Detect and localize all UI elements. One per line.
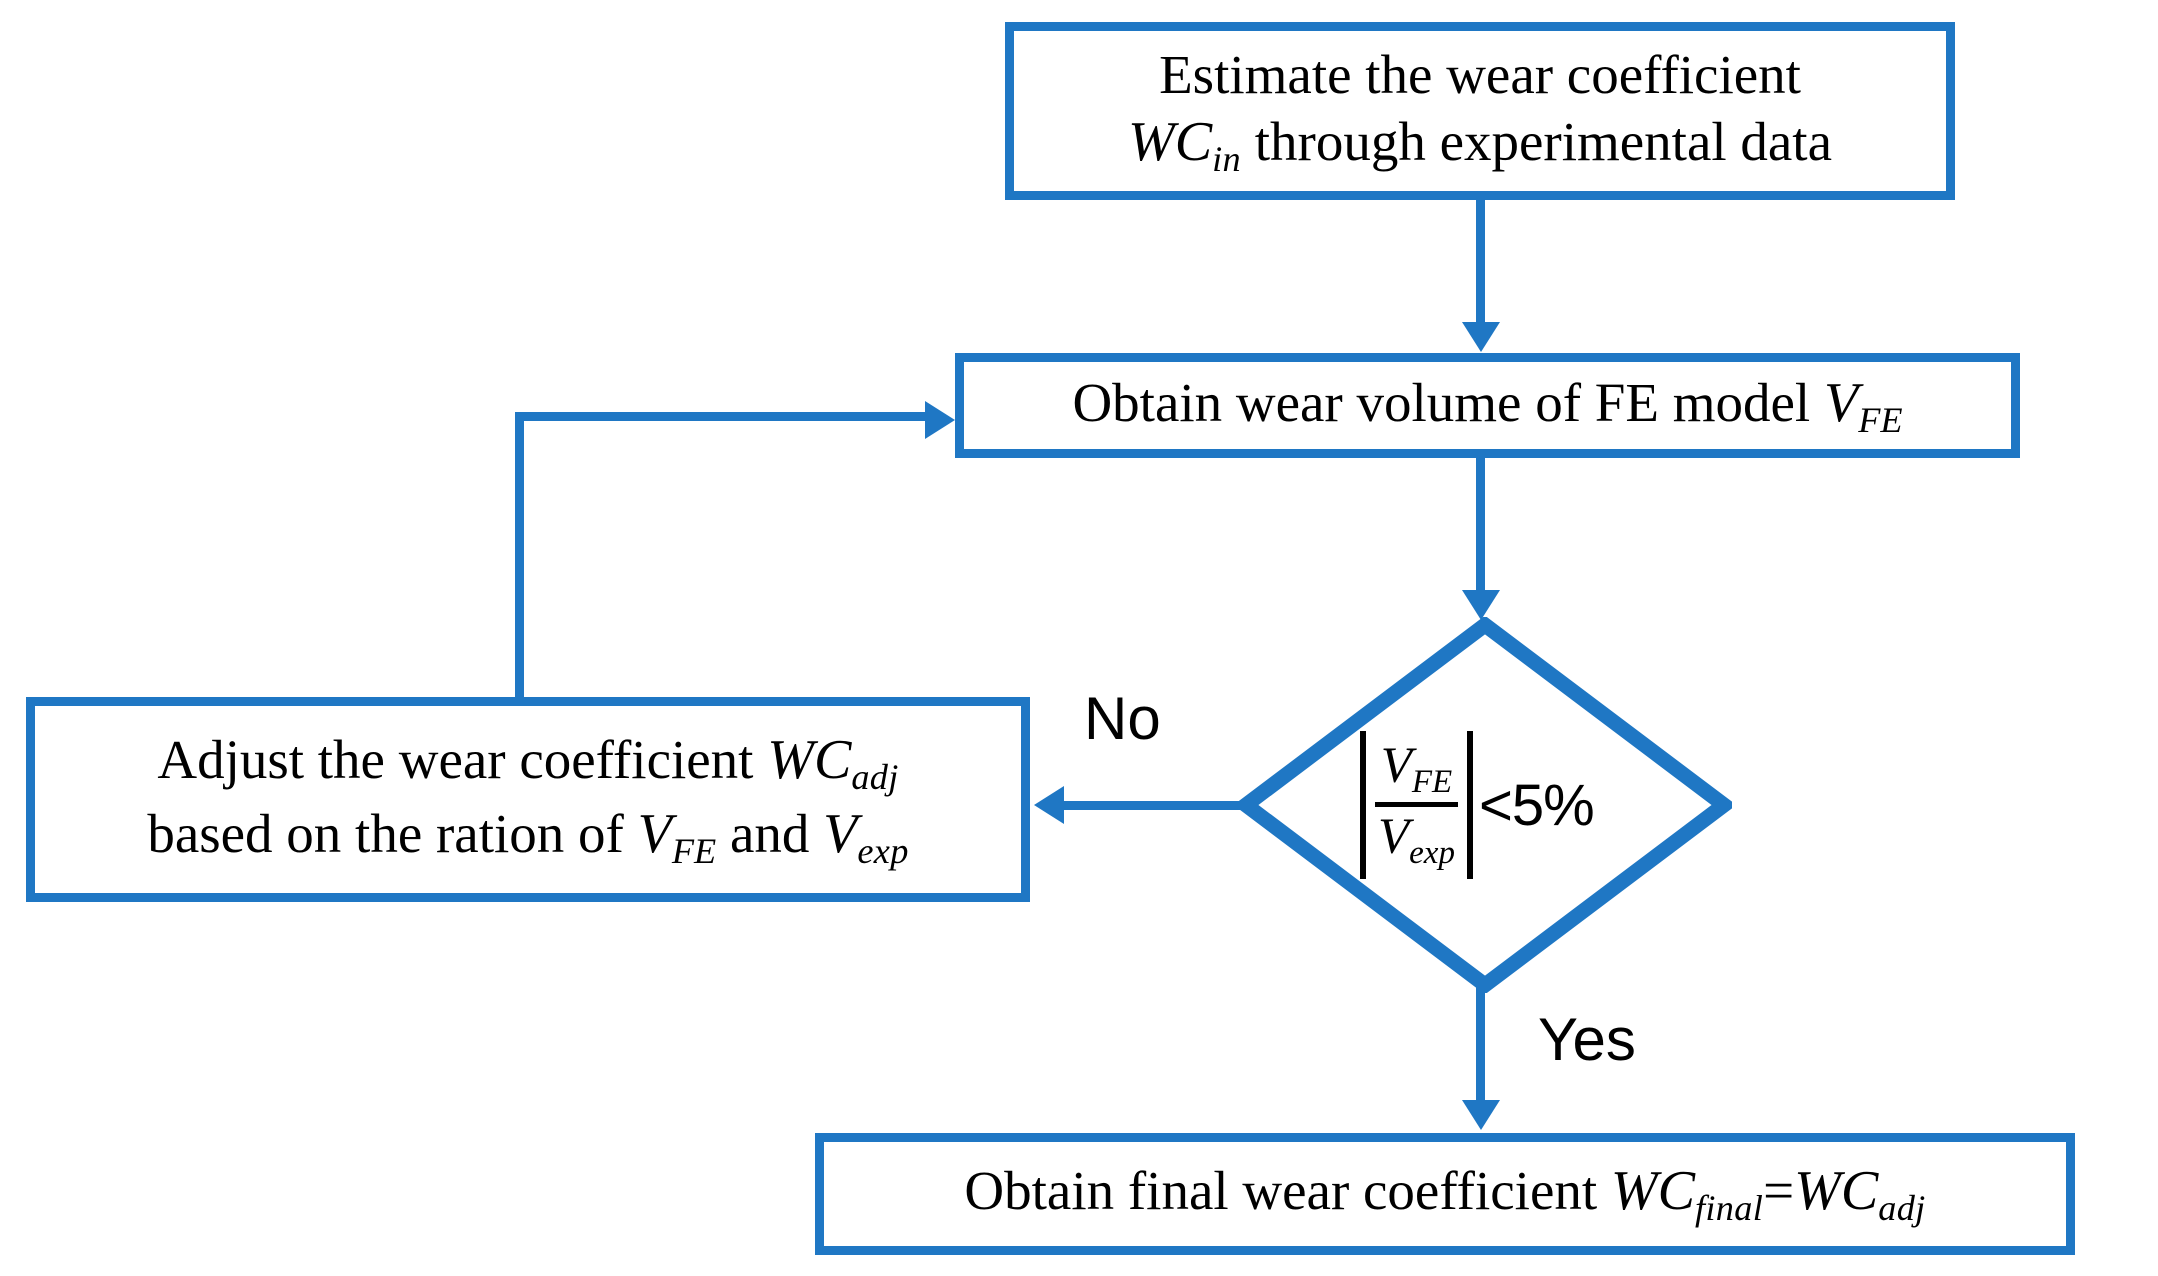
denominator-subscript: exp: [1409, 834, 1455, 871]
node-adjust-line2-prefix: based on the ration of: [147, 802, 638, 864]
node-obtain-final-wear-coefficient[interactable]: Obtain final wear coefficient WCfinal=WC…: [815, 1133, 2075, 1255]
node-decision-diamond[interactable]: [1238, 617, 1732, 993]
denominator-var: V: [1378, 809, 1410, 865]
edge-estimate-to-obtain-arrowhead: [1462, 322, 1500, 352]
edge-yes-line: [1476, 985, 1485, 1103]
numerator-subscript: FE: [1411, 764, 1453, 801]
node-final-prefix: Obtain final wear coefficient: [964, 1160, 1611, 1222]
var-wc-final-subscript: final: [1695, 1188, 1764, 1229]
fraction-denominator: Vexp: [1375, 802, 1458, 871]
var-v-exp-subscript: exp: [857, 830, 909, 871]
edge-label-no: No: [1084, 685, 1161, 752]
node-final-text: Obtain final wear coefficient WCfinal=WC…: [964, 1157, 1925, 1230]
node-adjust-wear-coefficient[interactable]: Adjust the wear coefficient WCadj based …: [26, 697, 1030, 902]
node-adjust-line2-mid: and: [716, 802, 824, 864]
edge-no-line: [1064, 801, 1244, 810]
diamond-shape: [1238, 617, 1732, 993]
edge-feedback-arrowhead: [925, 401, 955, 439]
node-obtain-fe-text: Obtain wear volume of FE model VFE: [1072, 369, 1902, 442]
node-estimate-line1: Estimate the wear coefficient: [1159, 43, 1801, 105]
edge-obtain-to-decision-line: [1476, 458, 1485, 592]
var-wc-final: WC: [1610, 1160, 1696, 1223]
var-wc-adj-subscript: adj: [851, 757, 899, 798]
absolute-value-bar-right: [1466, 731, 1473, 879]
edge-feedback-horizontal: [515, 412, 929, 421]
fraction-numerator: VFE: [1375, 739, 1458, 802]
comparison-threshold: <5%: [1478, 772, 1595, 838]
var-wc-adj-2: WC: [1794, 1160, 1879, 1223]
var-wc-in-subscript: in: [1212, 138, 1241, 179]
edge-yes-arrowhead: [1462, 1100, 1500, 1130]
var-v-fe-2: V: [637, 802, 672, 865]
var-v-exp: V: [823, 802, 858, 865]
numerator-var: V: [1380, 738, 1412, 795]
var-wc-adj: WC: [767, 729, 852, 792]
node-obtain-wear-volume-fe[interactable]: Obtain wear volume of FE model VFE: [955, 353, 2020, 458]
node-estimate-line2: WCin through experimental data: [1128, 108, 1832, 181]
node-estimate-wear-coefficient[interactable]: Estimate the wear coefficient WCin throu…: [1005, 22, 1955, 200]
absolute-value-bar-left: [1360, 731, 1366, 879]
node-adjust-line2: based on the ration of VFE and Vexp: [147, 800, 908, 873]
edge-no-arrowhead: [1034, 786, 1064, 824]
node-obtain-fe-prefix: Obtain wear volume of FE model: [1072, 371, 1824, 433]
edge-obtain-to-decision-arrowhead: [1462, 590, 1500, 620]
var-v-fe: V: [1823, 371, 1859, 434]
edge-estimate-to-obtain-line: [1476, 200, 1485, 324]
var-wc-adj-2-subscript: adj: [1878, 1188, 1926, 1229]
var-v-fe-2-subscript: FE: [671, 830, 717, 871]
node-estimate-line2-suffix: through experimental data: [1240, 110, 1833, 172]
var-wc-in: WC: [1127, 110, 1213, 173]
edge-feedback-vertical: [515, 412, 524, 702]
var-v-fe-subscript: FE: [1858, 399, 1903, 440]
node-adjust-line1-prefix: Adjust the wear coefficient: [157, 729, 768, 791]
edge-label-yes: Yes: [1538, 1006, 1636, 1073]
final-operator: =: [1763, 1160, 1795, 1222]
node-adjust-line1: Adjust the wear coefficient WCadj: [157, 726, 898, 799]
